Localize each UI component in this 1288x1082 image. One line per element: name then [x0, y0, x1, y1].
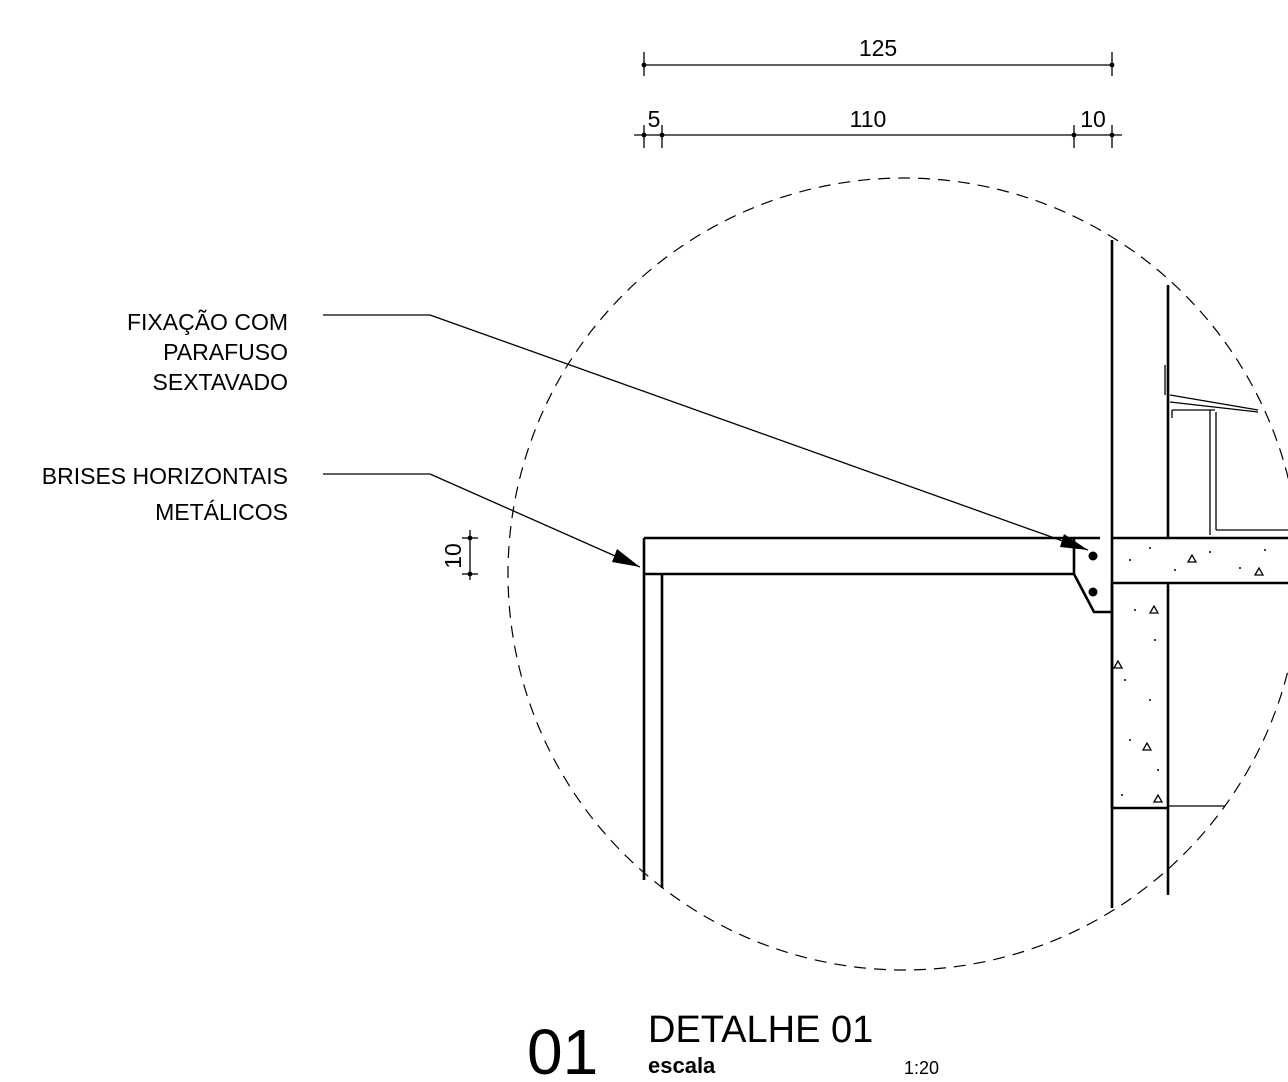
dimension-overall-label: 125	[859, 35, 897, 61]
dimension-segments: 5 110 10	[634, 106, 1122, 148]
dimension-right-label: 10	[1080, 106, 1106, 132]
metal-louver	[642, 536, 1100, 888]
leader-louver	[323, 473, 641, 568]
scale-label: escala	[648, 1053, 716, 1078]
scale-value: 1:20	[904, 1058, 939, 1078]
detail-boundary-circle	[507, 177, 1288, 971]
dimension-vertical: 10	[440, 530, 478, 580]
note-louver-line-1: BRISES HORIZONTAIS	[42, 463, 288, 489]
dimension-vertical-label: 10	[440, 543, 466, 569]
fixing-bracket	[1072, 538, 1112, 614]
dimension-left-label: 5	[648, 106, 661, 132]
dimension-overall: 125	[641, 35, 1115, 76]
title-block: 01 DETALHE 01 escala 1:20	[527, 1009, 939, 1082]
detail-title: DETALHE 01	[648, 1009, 873, 1051]
note-fixing-line-3: SEXTAVADO	[153, 369, 288, 395]
window-frame	[1164, 365, 1288, 535]
note-louver-line-2: METÁLICOS	[155, 499, 288, 525]
detail-number: 01	[527, 1016, 598, 1082]
note-fixing-line-1: FIXAÇÃO COM	[127, 309, 288, 335]
concrete-slab	[1110, 536, 1288, 810]
leader-fixing	[323, 314, 1089, 551]
note-fixing-line-2: PARAFUSO	[163, 339, 288, 365]
dimension-mid-label: 110	[850, 106, 887, 132]
